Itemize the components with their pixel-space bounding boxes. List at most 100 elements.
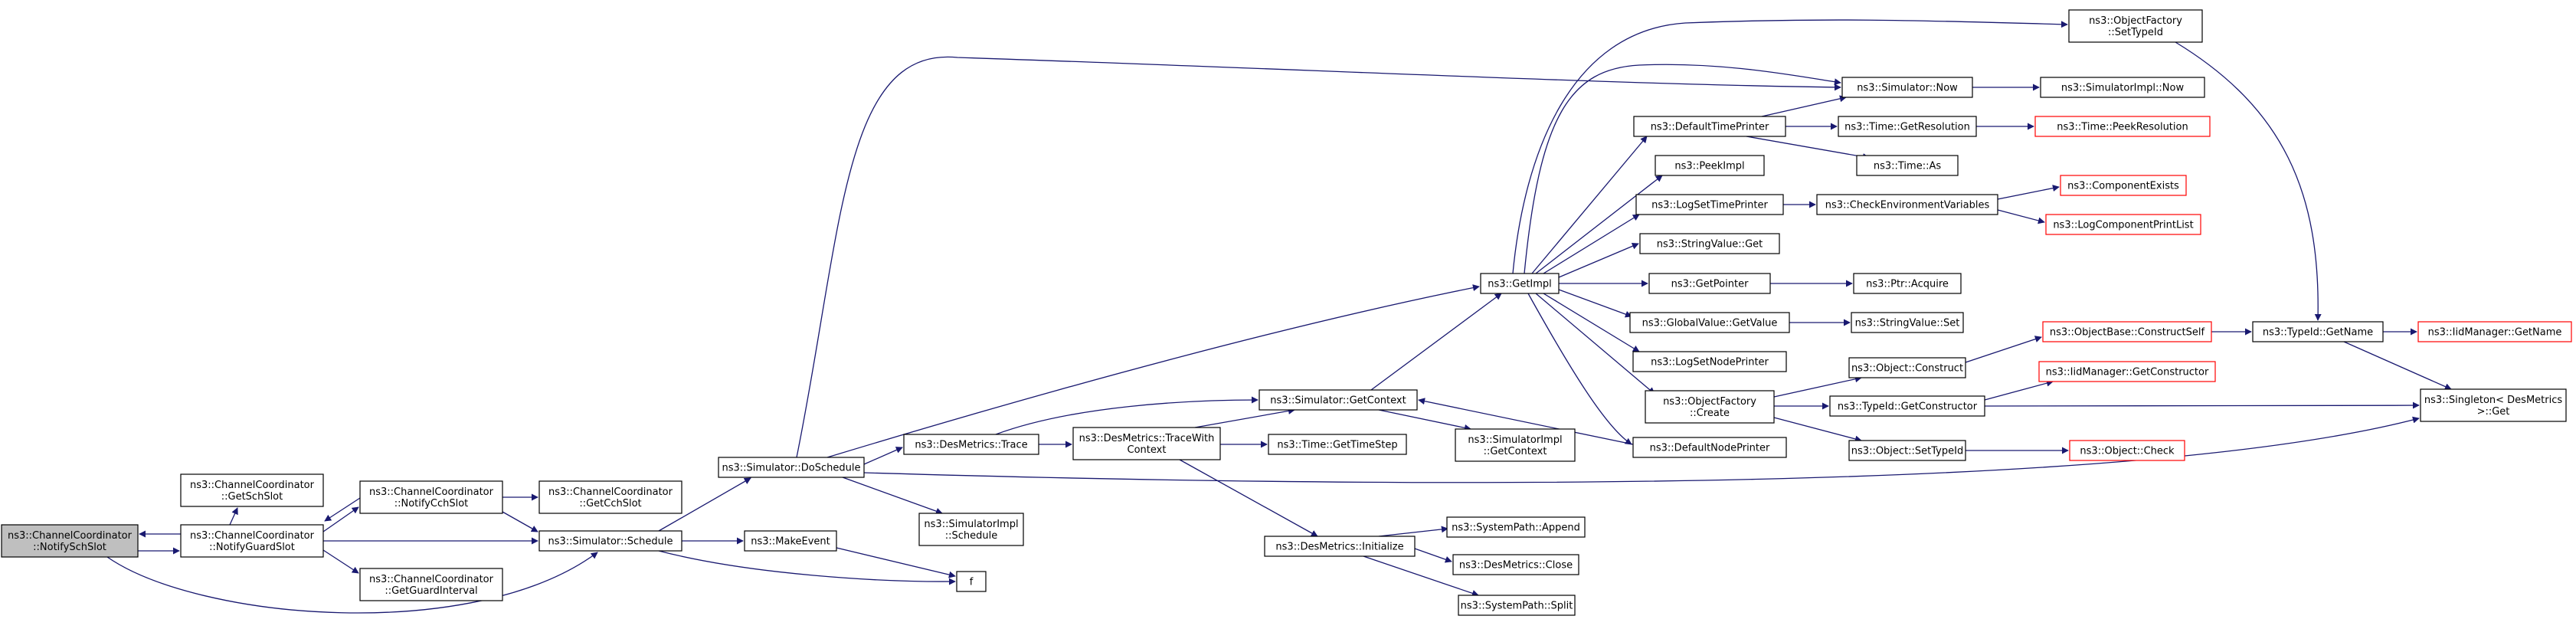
- node-label: ns3::DesMetrics::Close: [1459, 560, 1573, 572]
- node-box: [1629, 312, 1790, 333]
- node-default-time-printer[interactable]: ns3::DefaultTimePrinter: [1633, 116, 1786, 137]
- node-notify-guard-slot[interactable]: ns3::ChannelCoordinator::NotifyGuardSlot: [180, 524, 324, 558]
- node-label: ns3::GetImpl: [1488, 279, 1552, 290]
- node-log-component-print-list[interactable]: ns3::LogComponentPrintList: [2045, 214, 2201, 235]
- edge-get-impl-to-log-set-time-printer: [1543, 214, 1640, 274]
- node-label: ::GetSchSlot: [221, 491, 283, 503]
- node-get-impl[interactable]: ns3::GetImpl: [1480, 273, 1560, 294]
- node-default-node-printer[interactable]: ns3::DefaultNodePrinter: [1632, 437, 1787, 458]
- node-check-env[interactable]: ns3::CheckEnvironmentVariables: [1816, 194, 1998, 215]
- node-label: ns3::DesMetrics::Trace: [915, 440, 1027, 451]
- node-label: ns3::DefaultNodePrinter: [1650, 443, 1770, 454]
- node-box: [2069, 440, 2185, 461]
- node-ptr-acquire[interactable]: ns3::Ptr::Acquire: [1853, 273, 1962, 294]
- node-object-set-typeid[interactable]: ns3::Object::SetTypeId: [1848, 440, 1966, 461]
- node-string-value-set[interactable]: ns3::StringValue::Set: [1851, 312, 1964, 333]
- node-component-exists[interactable]: ns3::ComponentExists: [2060, 175, 2187, 196]
- edge-get-impl-to-object-factory-create: [1535, 293, 1655, 395]
- node-label: ns3::GlobalValue::GetValue: [1642, 318, 1778, 329]
- node-label: ns3::SystemPath::Append: [1452, 523, 1580, 534]
- node-objectbase-construct-self[interactable]: ns3::ObjectBase::ConstructSelf: [2042, 321, 2212, 342]
- node-box: [2417, 321, 2572, 342]
- edge-check-env-to-log-component-print-list: [1997, 209, 2045, 224]
- node-label: ns3::SimulatorImpl: [1468, 434, 1562, 446]
- node-simimpl-get-context[interactable]: ns3::SimulatorImpl::GetContext: [1455, 428, 1576, 462]
- node-notify-cch-slot[interactable]: ns3::ChannelCoordinator::NotifyCchSlot: [359, 480, 503, 514]
- node-box: [1632, 351, 1787, 372]
- node-box: [180, 473, 324, 507]
- node-box: [1, 524, 139, 558]
- node-f[interactable]: f: [956, 571, 987, 592]
- node-label: ns3::ChannelCoordinator: [369, 486, 494, 498]
- node-label: ns3::ChannelCoordinator: [369, 574, 494, 585]
- node-box: [1816, 194, 1998, 215]
- node-singleton-get[interactable]: ns3::Singleton< DesMetrics >::Get: [2420, 388, 2567, 422]
- node-box: [1452, 554, 1579, 575]
- node-label: ::GetCchSlot: [579, 498, 641, 509]
- node-label: ns3::LogSetTimePrinter: [1651, 200, 1768, 211]
- node-object-check[interactable]: ns3::Object::Check: [2069, 440, 2185, 461]
- node-label: ns3::GetPointer: [1671, 279, 1749, 290]
- node-time-get-resolution[interactable]: ns3::Time::GetResolution: [1838, 116, 1977, 137]
- node-log-set-node-printer[interactable]: ns3::LogSetNodePrinter: [1632, 351, 1787, 372]
- call-edges: [106, 19, 2452, 614]
- node-sim-get-context[interactable]: ns3::Simulator::GetContext: [1259, 389, 1418, 411]
- node-string-value-get[interactable]: ns3::StringValue::Get: [1639, 233, 1780, 254]
- node-object-factory-set-typeid[interactable]: ns3::ObjectFactory::SetTypeId: [2068, 9, 2203, 43]
- node-iid-get-constructor[interactable]: ns3::IidManager::GetConstructor: [2038, 361, 2216, 382]
- function-nodes: ns3::ChannelCoordinator::NotifySchSlotns…: [1, 9, 2572, 616]
- node-log-set-time-printer[interactable]: ns3::LogSetTimePrinter: [1635, 194, 1784, 215]
- node-label: ::NotifyGuardSlot: [209, 542, 295, 553]
- edge-object-factory-create-to-object-construct: [1773, 375, 1862, 398]
- node-get-guard-interval[interactable]: ns3::ChannelCoordinator::GetGuardInterva…: [359, 568, 503, 601]
- node-box: [718, 457, 865, 478]
- node-global-value-get[interactable]: ns3::GlobalValue::GetValue: [1629, 312, 1790, 333]
- node-get-pointer[interactable]: ns3::GetPointer: [1648, 273, 1771, 294]
- node-box: [1446, 516, 1586, 538]
- node-box: [1480, 273, 1560, 294]
- node-get-sch-slot[interactable]: ns3::ChannelCoordinator::GetSchSlot: [180, 473, 324, 507]
- edge-trace-with-context-to-des-initialize: [1179, 459, 1318, 537]
- node-notify-sch-slot: ns3::ChannelCoordinator::NotifySchSlot: [1, 524, 139, 558]
- node-label: >::Get: [2477, 406, 2510, 418]
- node-sim-now[interactable]: ns3::Simulator::Now: [1841, 77, 1973, 98]
- edge-des-initialize-to-sys-append: [1378, 526, 1448, 537]
- node-box: [903, 434, 1039, 455]
- edge-default-time-printer-to-time-as: [1746, 136, 1870, 161]
- node-simimpl-schedule[interactable]: ns3::SimulatorImpl::Schedule: [918, 513, 1024, 546]
- node-des-initialize[interactable]: ns3::DesMetrics::Initialize: [1264, 536, 1416, 557]
- node-label: ns3::ObjectBase::ConstructSelf: [2050, 327, 2205, 339]
- node-des-trace[interactable]: ns3::DesMetrics::Trace: [903, 434, 1039, 455]
- node-sim-do-schedule[interactable]: ns3::Simulator::DoSchedule: [718, 457, 865, 478]
- edge-sim-do-schedule-to-simimpl-schedule: [842, 477, 943, 515]
- node-sys-append[interactable]: ns3::SystemPath::Append: [1446, 516, 1586, 538]
- node-sim-schedule[interactable]: ns3::Simulator::Schedule: [538, 530, 682, 552]
- edge-default-time-printer-to-sim-now: [1761, 95, 1847, 117]
- node-box: [1264, 536, 1416, 557]
- node-object-factory-create[interactable]: ns3::ObjectFactory::Create: [1645, 390, 1775, 424]
- node-label: ns3::ChannelCoordinator: [8, 530, 133, 542]
- node-make-event[interactable]: ns3::MakeEvent: [744, 530, 837, 552]
- node-typeid-get-name[interactable]: ns3::TypeId::GetName: [2252, 321, 2384, 342]
- node-typeid-get-constructor[interactable]: ns3::TypeId::GetConstructor: [1829, 395, 1985, 417]
- node-time-as[interactable]: ns3::Time::As: [1856, 155, 1959, 176]
- node-box: [359, 480, 503, 514]
- node-box: [2045, 214, 2201, 235]
- node-des-close[interactable]: ns3::DesMetrics::Close: [1452, 554, 1579, 575]
- node-box: [1455, 428, 1576, 462]
- node-label: ns3::Object::Construct: [1851, 363, 1963, 375]
- node-box: [1841, 77, 1973, 98]
- node-box: [1856, 155, 1959, 176]
- node-iid-get-name[interactable]: ns3::IidManager::GetName: [2417, 321, 2572, 342]
- node-sys-split[interactable]: ns3::SystemPath::Split: [1458, 595, 1576, 616]
- node-time-peek-resolution[interactable]: ns3::Time::PeekResolution: [2034, 116, 2211, 137]
- node-label: ::GetGuardInterval: [385, 585, 477, 597]
- node-time-get-timestep[interactable]: ns3::Time::GetTimeStep: [1268, 434, 1407, 455]
- node-get-cch-slot[interactable]: ns3::ChannelCoordinator::GetCchSlot: [538, 480, 682, 514]
- edge-sim-do-schedule-to-get-impl: [826, 284, 1480, 458]
- node-object-construct[interactable]: ns3::Object::Construct: [1848, 357, 1966, 378]
- node-peek-impl[interactable]: ns3::PeekImpl: [1655, 155, 1765, 176]
- node-simimpl-now[interactable]: ns3::SimulatorImpl::Now: [2040, 77, 2205, 98]
